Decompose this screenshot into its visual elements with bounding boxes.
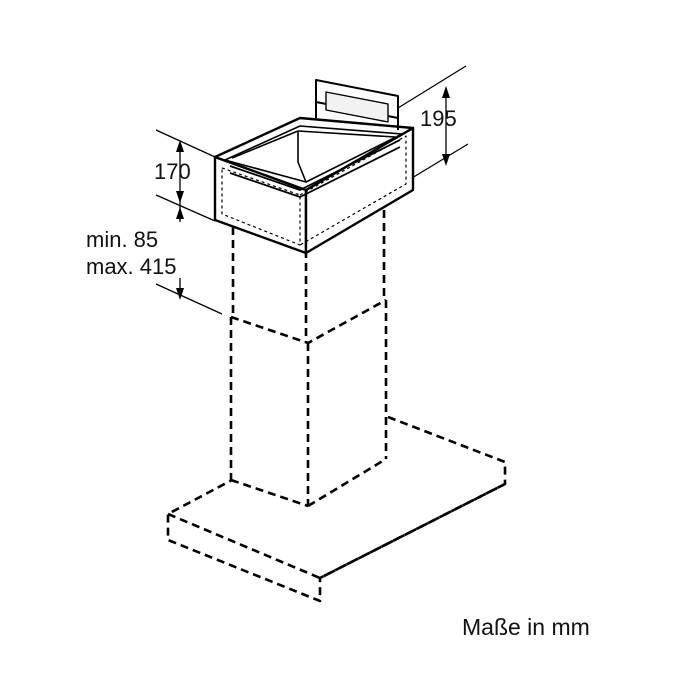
dimension-195: [397, 65, 469, 179]
dimension-label-min: min. 85: [86, 227, 159, 252]
chimney-extension-box: [213, 79, 415, 255]
upper-chimney-duct: [231, 210, 386, 343]
dimension-label-max: max. 415: [86, 254, 177, 279]
dimension-170-and-range: [155, 129, 223, 315]
lower-chimney-duct: [229, 298, 388, 508]
hood-canopy: [166, 415, 507, 603]
units-note: Maße in mm: [462, 614, 590, 640]
dimension-label-195: 195: [420, 106, 457, 131]
dimension-label-170: 170: [154, 159, 191, 184]
box-top-opening: [224, 125, 403, 183]
